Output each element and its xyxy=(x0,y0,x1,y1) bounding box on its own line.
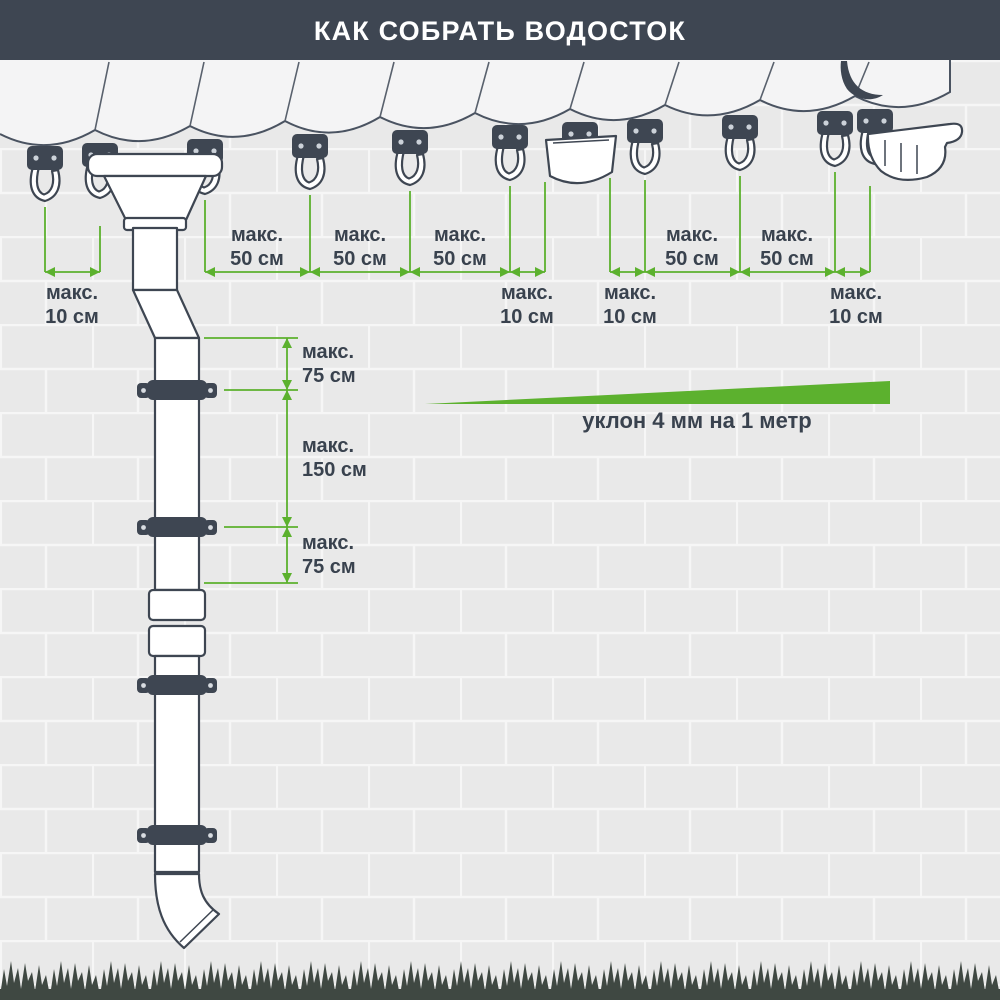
dimension-labels-top: макс. 10 см макс. 50 см макс. 50 см макс… xyxy=(45,224,883,328)
dimension-label: макс. xyxy=(231,224,283,246)
dimension-label: макс. xyxy=(302,341,354,363)
dimension-label: 10 см xyxy=(500,306,554,328)
dimension-label: 10 см xyxy=(45,306,99,328)
dimension-label: макс. xyxy=(302,435,354,457)
dimension-label: 50 см xyxy=(760,248,814,270)
dimension-label: 50 см xyxy=(433,248,487,270)
dimension-ticks xyxy=(44,172,871,272)
dimension-label: 75 см xyxy=(302,365,356,387)
pipe-clamp xyxy=(137,675,217,695)
gutter-end-cap xyxy=(866,122,964,182)
dimension-label: 150 см xyxy=(302,459,367,481)
outlet-rim xyxy=(179,909,214,943)
dimension-lines-side: макс. 75 см макс. 150 см макс. 75 см xyxy=(204,337,367,584)
roof-edge-curl xyxy=(840,61,883,100)
dimension-label: макс. xyxy=(761,224,813,246)
pipe-clamp xyxy=(137,517,217,537)
dimension-label: макс. xyxy=(830,282,882,304)
slope-label: уклон 4 мм на 1 метр xyxy=(582,408,811,433)
roof-corrugation-lines xyxy=(94,61,870,131)
dimension-label: макс. xyxy=(334,224,386,246)
downpipe-middle-section xyxy=(153,336,201,592)
dimension-label: макс. xyxy=(501,282,553,304)
dimension-label: макс. xyxy=(434,224,486,246)
dimension-label: макс. xyxy=(302,532,354,554)
gutter-connector-rib xyxy=(552,139,610,144)
dimension-label: макс. xyxy=(604,282,656,304)
downpipe-upper-section xyxy=(131,226,179,292)
pipe-clamp xyxy=(137,380,217,400)
gutter-connector xyxy=(544,134,618,185)
dimension-label: 75 см xyxy=(302,556,356,578)
downpipe xyxy=(131,226,221,950)
dimension-label: 50 см xyxy=(665,248,719,270)
downpipe-coupler xyxy=(147,588,207,622)
dimension-label: 10 см xyxy=(829,306,883,328)
downpipe-coupler xyxy=(147,624,207,658)
pipe-clamp xyxy=(137,825,217,845)
dimension-label: макс. xyxy=(666,224,718,246)
roof xyxy=(0,60,951,147)
page-title: КАК СОБРАТЬ ВОДОСТОК xyxy=(314,16,686,46)
dimension-label: 50 см xyxy=(230,248,284,270)
dimension-label: 10 см xyxy=(603,306,657,328)
slope-wedge xyxy=(425,381,890,404)
grass xyxy=(0,961,1000,1000)
header-bar: КАК СОБРАТЬ ВОДОСТОК xyxy=(0,0,1000,60)
dimension-label: макс. xyxy=(46,282,98,304)
downpipe-outlet-elbow xyxy=(153,872,221,950)
gutter-funnel xyxy=(86,152,224,232)
slope-indicator: уклон 4 мм на 1 метр xyxy=(425,381,890,433)
dimension-label: 50 см xyxy=(333,248,387,270)
